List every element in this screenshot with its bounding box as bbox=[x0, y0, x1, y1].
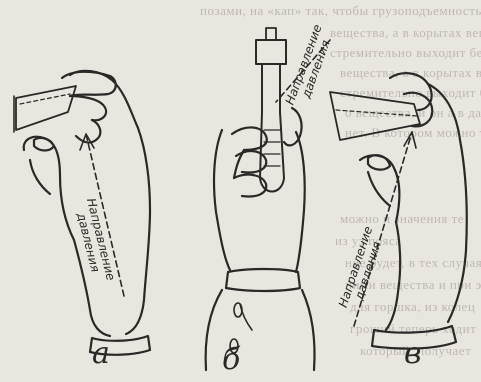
figure-label-b: б bbox=[222, 342, 240, 377]
figure-label-c: в bbox=[404, 336, 421, 371]
figure-label-a: а bbox=[92, 336, 110, 371]
